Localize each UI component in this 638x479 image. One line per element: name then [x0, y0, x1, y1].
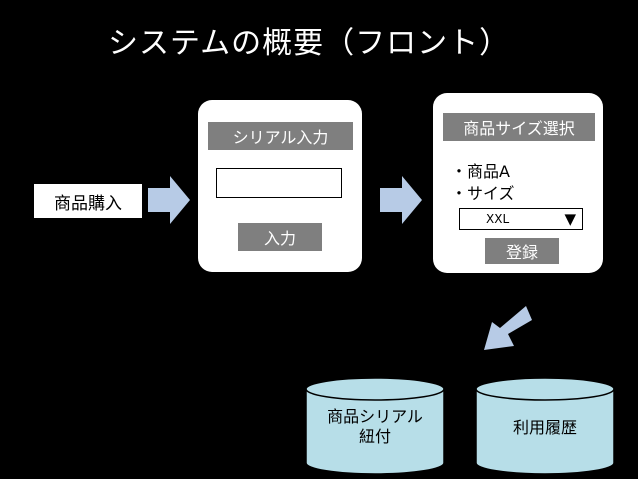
- register-button[interactable]: 登録: [485, 238, 559, 264]
- purchase-box: 商品購入: [34, 184, 142, 218]
- usage-history-label: 利用履歴: [512, 418, 577, 437]
- arrow-right-icon: [380, 176, 422, 224]
- purchase-label: 商品購入: [54, 193, 122, 214]
- triangle-down-icon[interactable]: ▼: [564, 209, 576, 228]
- usage-history-database-icon: [475, 377, 615, 475]
- serial-link-label: 商品シリアル 紐付: [327, 407, 423, 446]
- serial-input-field[interactable]: [216, 168, 342, 198]
- size-select-header: 商品サイズ選択: [443, 113, 595, 141]
- product-info-list: ・商品A ・サイズ: [451, 161, 515, 205]
- arrow-down-left-icon: [484, 306, 532, 350]
- serial-input-panel: シリアル入力 入力: [198, 100, 362, 272]
- size-select-panel: 商品サイズ選択 ・商品A ・サイズ XXL ▼ 登録: [433, 93, 603, 273]
- product-item: ・商品A: [451, 162, 510, 181]
- arrow-right-icon: [148, 176, 190, 224]
- serial-link-database-icon: [305, 377, 445, 475]
- serial-input-header: シリアル入力: [208, 122, 353, 150]
- serial-submit-button[interactable]: 入力: [238, 223, 322, 251]
- size-item: ・サイズ: [451, 184, 515, 203]
- slide-title: システムの概要（フロント）: [108, 26, 511, 61]
- size-dropdown[interactable]: XXL ▼: [459, 208, 583, 230]
- size-dropdown-value: XXL: [486, 212, 510, 226]
